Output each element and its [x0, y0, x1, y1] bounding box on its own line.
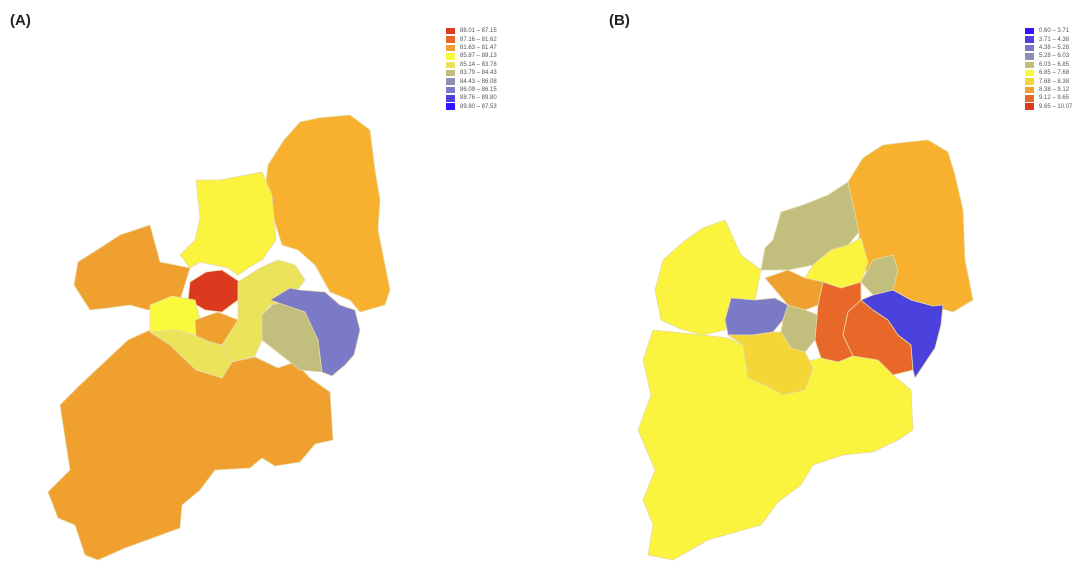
region-south-center[interactable] — [727, 331, 814, 396]
legend-swatch — [1025, 27, 1034, 35]
legend-label: 88.76 – 89.80 — [460, 95, 497, 102]
legend-item: 88.76 – 89.80 — [446, 94, 497, 102]
legend-swatch — [1025, 78, 1034, 85]
legend-label: 88.01 – 87.15 — [460, 28, 497, 35]
legend-swatch — [446, 78, 455, 85]
legend-swatch — [446, 44, 455, 52]
legend-a: 88.01 – 87.15 87.16 – 81.62 81.63 – 81.4… — [446, 27, 497, 111]
legend-label: 89.80 – 87.53 — [460, 103, 497, 110]
legend-swatch — [446, 69, 455, 77]
legend-swatch — [1025, 95, 1034, 102]
legend-label: 9.12 – 9.65 — [1039, 95, 1070, 102]
legend-item: 88.01 – 87.15 — [446, 27, 497, 35]
region-east-blue[interactable] — [860, 289, 944, 379]
legend-label: 9.65 – 10.07 — [1039, 103, 1073, 110]
legend-b: 0.60 – 3.71 3.71 – 4.38 4.38 – 5.28 5.28… — [1025, 27, 1072, 111]
legend-label: 83.79 – 84.43 — [460, 70, 497, 77]
legend-label: 84.43 – 86.08 — [460, 78, 497, 85]
legend-label: 4.38 – 5.28 — [1039, 44, 1070, 51]
map-panel-b: (B) 0.60 – 3.71 3.71 – 4.38 4.38 – 5.28 … — [543, 0, 1086, 574]
region-northeast[interactable] — [264, 114, 391, 313]
choropleth-map-b — [637, 139, 974, 561]
legend-item: 6.03 – 6.85 — [1025, 61, 1072, 69]
legend-label: 6.03 – 6.85 — [1039, 61, 1070, 68]
legend-swatch — [446, 103, 455, 110]
legend-swatch — [1025, 69, 1034, 77]
region-west-center[interactable] — [149, 295, 201, 336]
legend-label: 85.87 – 89.13 — [460, 53, 497, 60]
legend-item: 84.43 – 86.08 — [446, 77, 497, 85]
legend-item: 5.28 – 6.03 — [1025, 52, 1072, 60]
legend-item: 87.16 – 81.62 — [446, 35, 497, 43]
choropleth-map-a — [47, 114, 391, 561]
legend-item: 89.80 – 87.53 — [446, 103, 497, 111]
legend-label: 6.85 – 7.68 — [1039, 70, 1070, 77]
region-west-blue[interactable] — [724, 297, 789, 336]
legend-swatch — [446, 27, 455, 35]
legend-swatch — [1025, 44, 1034, 52]
legend-swatch — [1025, 53, 1034, 60]
legend-item: 4.38 – 5.28 — [1025, 44, 1072, 52]
legend-item: 81.63 – 81.47 — [446, 44, 497, 52]
legend-item: 3.71 – 4.38 — [1025, 35, 1072, 43]
legend-label: 86.09 – 86.15 — [460, 86, 497, 93]
legend-swatch — [1025, 86, 1034, 94]
legend-swatch — [446, 61, 455, 68]
legend-item: 85.87 – 89.13 — [446, 52, 497, 60]
legend-swatch — [446, 95, 455, 102]
legend-item: 8.38 – 9.12 — [1025, 86, 1072, 94]
panel-label-b: (B) — [609, 12, 630, 29]
legend-swatch — [1025, 103, 1034, 110]
region-east[interactable] — [269, 287, 361, 377]
legend-label: 81.63 – 81.47 — [460, 44, 497, 51]
legend-item: 6.85 – 7.68 — [1025, 69, 1072, 77]
legend-label: 5.28 – 6.03 — [1039, 53, 1070, 60]
region-north[interactable] — [179, 171, 277, 276]
legend-item: 86.09 – 86.15 — [446, 86, 497, 94]
legend-swatch — [446, 53, 455, 60]
legend-swatch — [1025, 61, 1034, 68]
legend-swatch — [446, 36, 455, 43]
legend-label: 85.14 – 83.78 — [460, 61, 497, 68]
legend-label: 3.71 – 4.38 — [1039, 36, 1070, 43]
legend-label: 7.68 – 8.38 — [1039, 78, 1070, 85]
legend-item: 85.14 – 83.78 — [446, 61, 497, 69]
legend-item: 0.60 – 3.71 — [1025, 27, 1072, 35]
legend-item: 83.79 – 84.43 — [446, 69, 497, 77]
legend-swatch — [1025, 36, 1034, 43]
region-south-center[interactable] — [149, 329, 233, 379]
map-panel-a: (A) 88.01 – 87.15 87.16 – 81.62 81.63 – … — [0, 0, 543, 574]
legend-label: 87.16 – 81.62 — [460, 36, 497, 43]
region-west[interactable] — [654, 219, 762, 336]
legend-item: 7.68 – 8.38 — [1025, 77, 1072, 85]
region-northwest[interactable] — [760, 181, 860, 271]
legend-label: 8.38 – 9.12 — [1039, 86, 1070, 93]
legend-item: 9.12 – 9.65 — [1025, 94, 1072, 102]
panel-label-a: (A) — [10, 12, 31, 29]
legend-label: 0.60 – 3.71 — [1039, 28, 1070, 35]
legend-swatch — [446, 86, 455, 94]
legend-item: 9.65 – 10.07 — [1025, 103, 1072, 111]
